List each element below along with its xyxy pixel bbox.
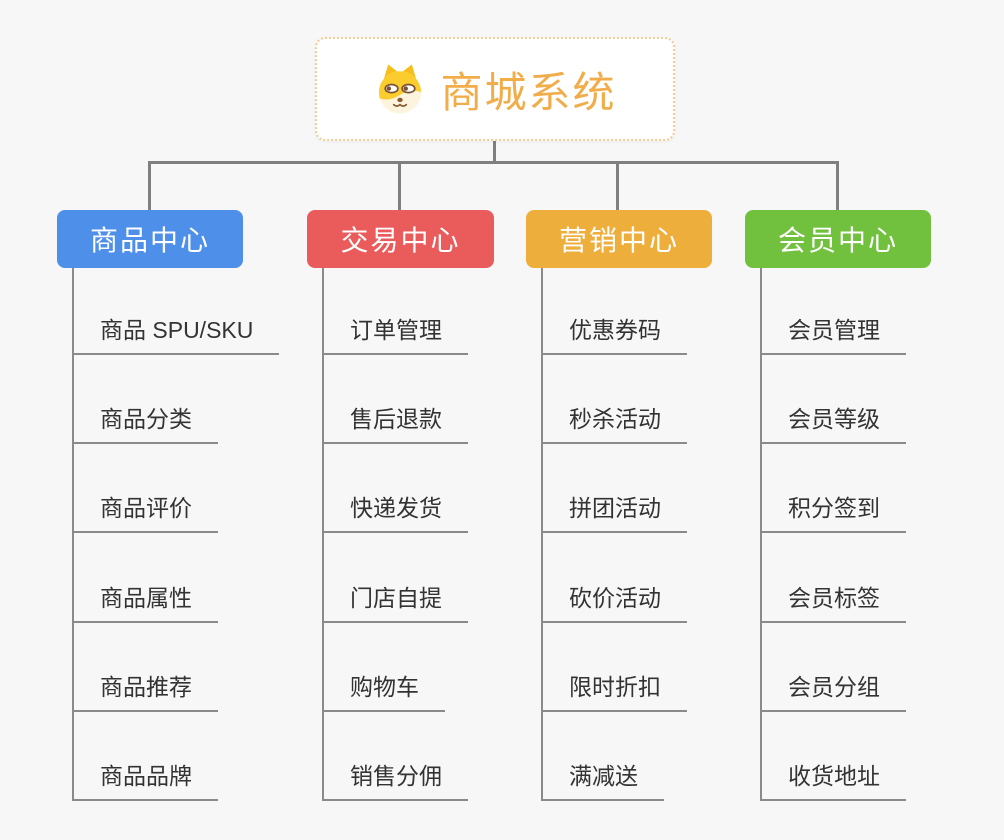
branch-label: 会员中心 [777, 225, 898, 256]
child-node[interactable]: 快递发货 [322, 489, 468, 533]
branch-label: 商品中心 [89, 225, 210, 256]
branch-trunk-line [541, 268, 543, 801]
child-node[interactable]: 订单管理 [322, 311, 468, 355]
child-node[interactable]: 拼团活动 [541, 489, 687, 533]
branch-trunk-line [760, 268, 762, 801]
branch-node-trade-center[interactable]: 交易中心 [307, 210, 494, 268]
child-node[interactable]: 会员等级 [760, 400, 906, 444]
child-node[interactable]: 秒杀活动 [541, 400, 687, 444]
child-node[interactable]: 商品 SPU/SKU [72, 311, 280, 355]
branch-bus-connector [148, 161, 839, 164]
branch-drop-connector [616, 161, 619, 211]
child-node[interactable]: 会员分组 [760, 668, 906, 712]
branch-trunk-line [322, 268, 324, 801]
child-node[interactable]: 满减送 [541, 757, 664, 801]
child-node[interactable]: 优惠券码 [541, 311, 687, 355]
branch-drop-connector [836, 161, 839, 211]
child-node[interactable]: 商品分类 [72, 400, 218, 444]
child-node[interactable]: 商品属性 [72, 579, 218, 623]
branch-trunk-line [72, 268, 74, 801]
branch-node-product-center[interactable]: 商品中心 [57, 210, 243, 268]
child-node[interactable]: 限时折扣 [541, 668, 687, 712]
child-node[interactable]: 会员标签 [760, 579, 906, 623]
branch-drop-connector [398, 161, 401, 211]
child-node[interactable]: 门店自提 [322, 579, 468, 623]
child-node[interactable]: 会员管理 [760, 311, 906, 355]
doge-icon [379, 64, 422, 114]
child-node[interactable]: 积分签到 [760, 489, 906, 533]
child-node[interactable]: 商品品牌 [72, 757, 218, 801]
branch-node-marketing-center[interactable]: 营销中心 [526, 210, 712, 268]
child-node[interactable]: 商品评价 [72, 489, 218, 533]
child-node[interactable]: 售后退款 [322, 400, 468, 444]
root-stem-connector [493, 140, 496, 163]
child-node[interactable]: 销售分佣 [322, 757, 468, 801]
branch-label: 交易中心 [340, 225, 461, 256]
branch-label: 营销中心 [558, 225, 679, 256]
child-node[interactable]: 砍价活动 [541, 579, 687, 623]
branch-node-member-center[interactable]: 会员中心 [745, 210, 931, 268]
root-node[interactable]: 商城系统 [315, 37, 675, 141]
branch-drop-connector [148, 161, 151, 211]
child-node[interactable]: 购物车 [322, 668, 445, 712]
child-node[interactable]: 商品推荐 [72, 668, 218, 712]
child-node[interactable]: 收货地址 [760, 757, 906, 801]
root-title: 商城系统 [440, 68, 617, 116]
